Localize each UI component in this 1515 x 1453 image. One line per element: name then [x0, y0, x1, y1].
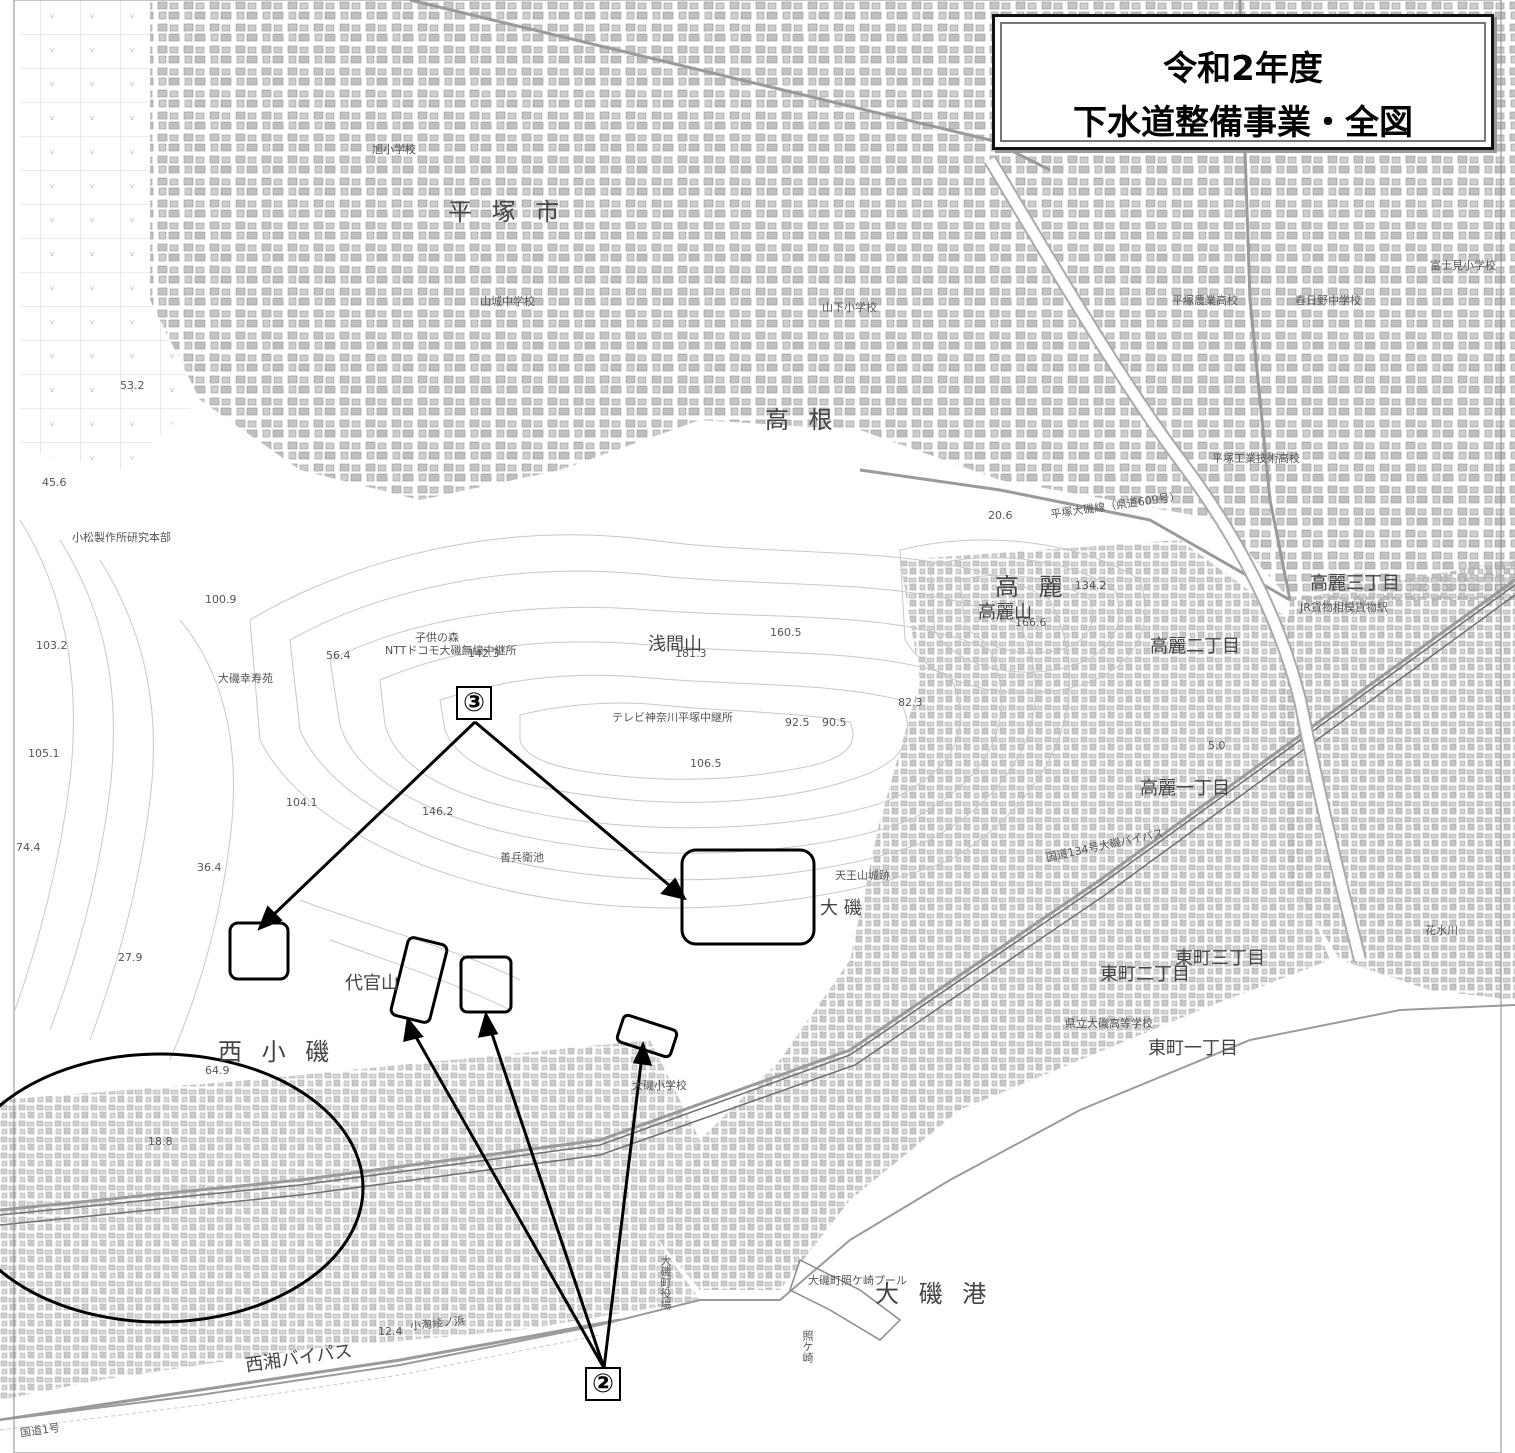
title-year: 令和2年度 — [1163, 49, 1323, 89]
label-oiso-port: 大 磯 港 — [875, 1280, 993, 1308]
elev-20: 20.6 — [988, 509, 1013, 522]
label-hanamizu-river: 花水川 — [1425, 924, 1458, 937]
arrow-icon — [257, 905, 283, 931]
label-komatsu: 小松製作所研究本部 — [72, 531, 171, 544]
elev-18: 18.8 — [148, 1135, 173, 1148]
label-koma-1chome: 高麗一丁目 — [1140, 778, 1230, 799]
elev-142: 142.3 — [468, 647, 500, 660]
label-higashicho-1chome: 東町一丁目 — [1148, 1038, 1238, 1059]
area-2-a — [389, 936, 449, 1024]
arrow-icon — [632, 1041, 653, 1066]
label-takane: 高 根 — [765, 406, 839, 434]
label-koma-2chome: 高麗二丁目 — [1150, 636, 1240, 657]
label-fujimi-es: 富士見小学校 — [1430, 259, 1496, 272]
elev-45: 45.6 — [42, 476, 67, 489]
label-hiratsuka-city: 平 塚 市 — [448, 198, 566, 226]
label-nishikoiso: 西 小 磯 — [218, 1038, 336, 1066]
arrow-lines — [257, 720, 687, 1369]
label-kodomo-no-mori: 子供の森 — [415, 631, 459, 644]
elev-146: 146.2 — [422, 805, 454, 818]
label-tv-relay: テレビ神奈川平塚中継所 — [612, 711, 733, 724]
label-koma-3chome: 高麗三丁目 — [1310, 573, 1400, 594]
elev-100: 100.9 — [205, 593, 237, 606]
label-komayama: 高麗山 — [978, 602, 1032, 623]
elev-92: 92.5 — [785, 716, 810, 729]
title-box: 令和2年度 下水道整備事業・全図 — [992, 14, 1494, 150]
elev-12: 12.4 — [378, 1325, 403, 1338]
arrow-icon — [403, 1016, 424, 1043]
label-higashicho-3chome: 東町三丁目 — [1175, 948, 1265, 969]
marker-2: ② — [585, 1367, 621, 1401]
label-hiratsuka-tech: 平塚工業技術高校 — [1212, 452, 1300, 465]
elev-56: 56.4 — [326, 649, 351, 662]
elev-106: 106.5 — [690, 757, 722, 770]
label-daikanyama: 代官山 — [345, 973, 399, 994]
elev-134: 134.2 — [1075, 579, 1107, 592]
label-oiso: 大 磯 — [820, 898, 862, 919]
elev-27: 27.9 — [118, 951, 143, 964]
label-sengenyama: 浅間山 — [648, 634, 702, 655]
elev-103: 103.2 — [36, 639, 68, 652]
label-kozan-jhs: 山城中学校 — [480, 295, 535, 308]
marker-3: ③ — [456, 686, 492, 720]
label-asahi-es: 旭小学校 — [372, 143, 416, 156]
label-higashicho-2chome: 東町二丁目 — [1100, 964, 1190, 985]
label-oiso-town-hall: 大磯町役場 — [659, 1255, 672, 1310]
arrow-icon — [660, 877, 687, 901]
elev-181: 181.3 — [675, 647, 707, 660]
elev-82: 82.3 — [898, 696, 923, 709]
label-ntt-relay: NTTドコモ大磯無線中継所 — [385, 644, 517, 657]
elev-105: 105.1 — [28, 747, 60, 760]
label-terukasaki: 照ケ崎 — [801, 1330, 814, 1363]
area-3-west — [228, 921, 290, 981]
elev-166: 166.6 — [1015, 616, 1047, 629]
elev-36: 36.4 — [197, 861, 222, 874]
label-tennozan: 天王山城跡 — [835, 869, 890, 882]
arrow-icon — [477, 1011, 499, 1038]
label-oiso-high: 県立大磯高等学校 — [1065, 1017, 1153, 1030]
planned-area-ellipse — [0, 1052, 365, 1324]
label-zenbei-pond: 善兵衛池 — [500, 851, 544, 864]
elev-5: 5.0 — [1208, 739, 1226, 752]
label-yamashita-es: 山下小学校 — [822, 301, 877, 314]
label-oiso-elementary: 大磯小学校 — [632, 1079, 687, 1092]
elev-104: 104.1 — [286, 796, 318, 809]
label-koma: 高 麗 — [995, 573, 1069, 601]
label-kasugano-jhs: 春日野中学校 — [1295, 294, 1361, 307]
elev-160: 160.5 — [770, 626, 802, 639]
elev-64: 64.9 — [205, 1064, 230, 1077]
title-project: 下水道整備事業・全図 — [1073, 103, 1413, 143]
label-oiso-koujuen: 大磯幸寿苑 — [218, 672, 273, 685]
label-hiratsuka-nohigh: 平塚農業高校 — [1172, 294, 1238, 307]
elev-53: 53.2 — [120, 379, 145, 392]
elev-90: 90.5 — [822, 716, 847, 729]
label-jr-station: JR貨物相模貨物駅 — [1300, 601, 1388, 614]
elev-74: 74.4 — [16, 841, 41, 854]
label-pool: 大磯町照ケ崎プール — [808, 1274, 907, 1287]
